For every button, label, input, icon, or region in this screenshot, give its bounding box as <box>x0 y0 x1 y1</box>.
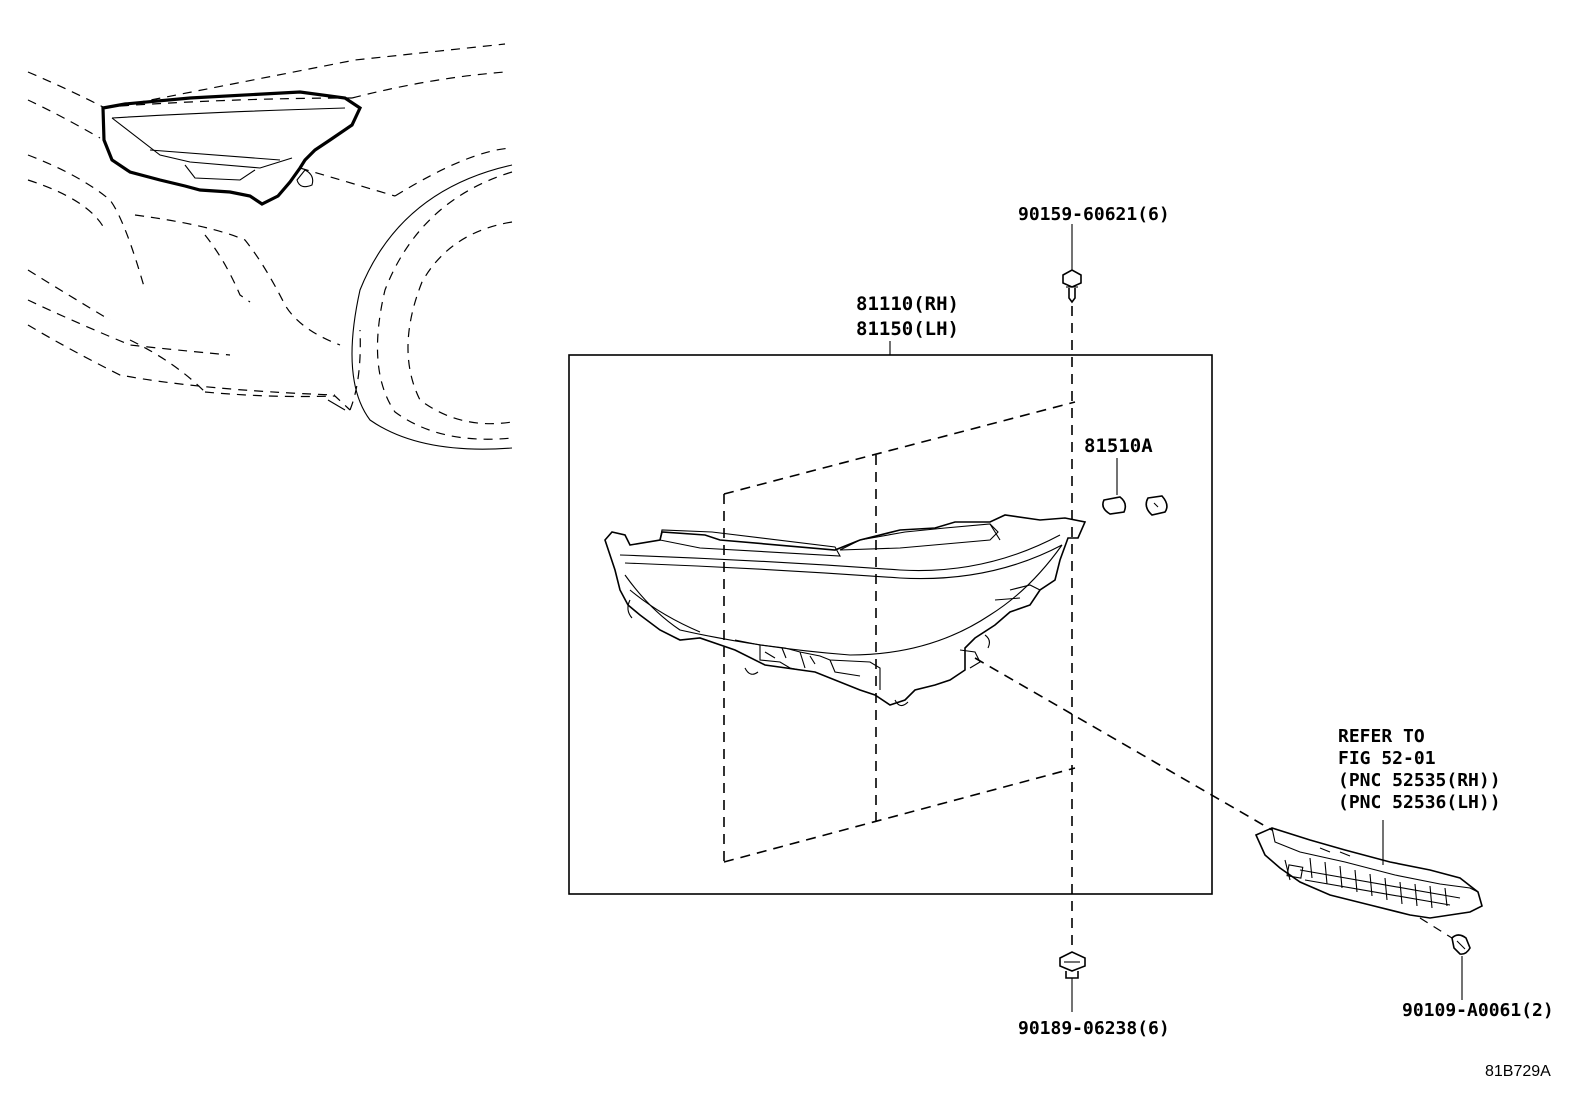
label-clip: 90109-A0061(2) <box>1402 1000 1554 1021</box>
label-headlamp-rh: 81110(RH) <box>856 293 959 315</box>
bulb-part <box>1102 458 1168 516</box>
label-headlamp-lh: 81150(LH) <box>856 318 959 340</box>
exploded-plane-guides <box>723 401 1076 863</box>
ref-note-line1: REFER TO <box>1338 726 1425 747</box>
headlamp-assembly <box>604 514 1087 707</box>
bolt-bottom-part <box>1059 951 1086 1012</box>
diagram-code: 81B729A <box>1485 1063 1551 1080</box>
ref-note-line2: FIG 52-01 <box>1338 748 1436 769</box>
vehicle-location-view <box>27 43 513 450</box>
clip-part <box>1451 934 1471 1000</box>
label-screw-top: 90159-60621(6) <box>1018 204 1170 225</box>
label-bolt-bottom: 90189-06238(6) <box>1018 1018 1170 1039</box>
screw-top-part <box>1062 224 1082 304</box>
ref-note-line3: (PNC 52535(RH)) <box>1338 770 1501 791</box>
bracket-guide-line <box>974 657 1273 831</box>
bracket-part <box>1254 820 1483 939</box>
label-bulb: 81510A <box>1084 435 1153 457</box>
ref-note-line4: (PNC 52536(LH)) <box>1338 792 1501 813</box>
